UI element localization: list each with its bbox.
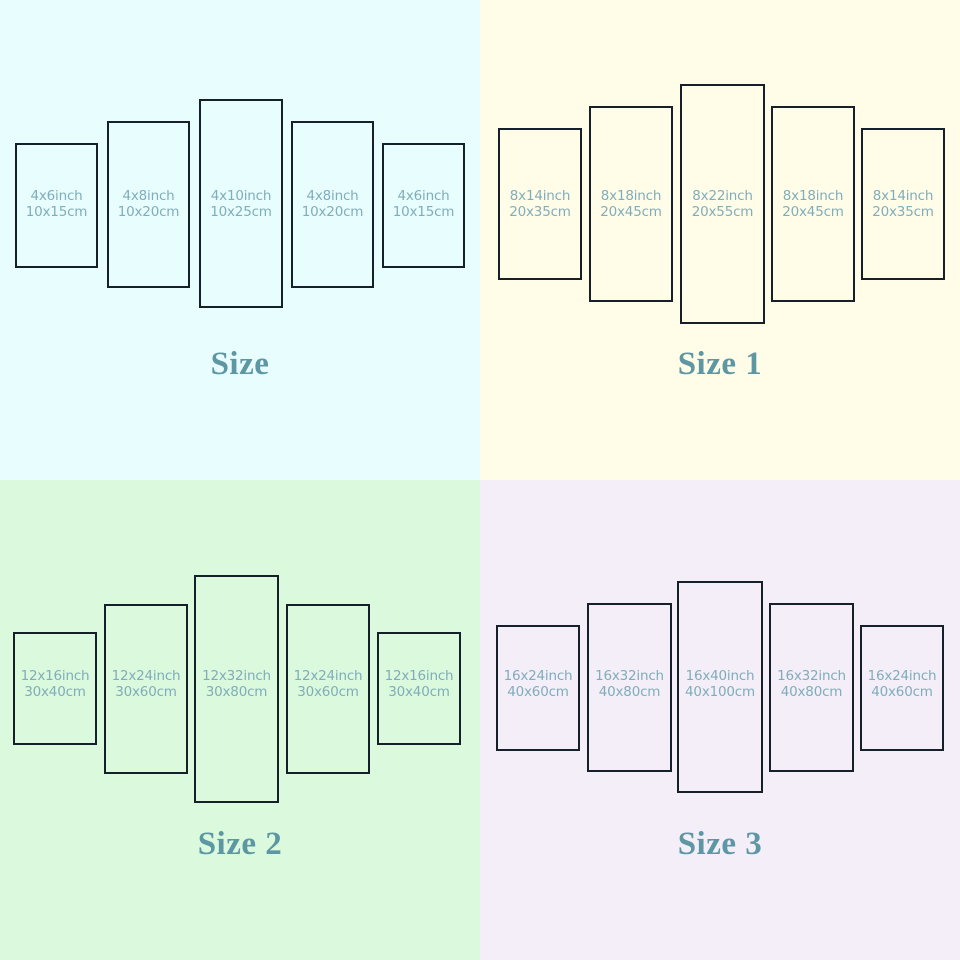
- size-option-title: Size 3: [677, 826, 763, 862]
- panel-size-centimeters: 30x60cm: [115, 684, 177, 700]
- panel-size-centimeters: 10x20cm: [117, 204, 180, 220]
- panel-size-inches: 8x14inch: [872, 188, 934, 204]
- panel-size-centimeters: 40x80cm: [598, 684, 661, 700]
- panel-size-centimeters: 40x80cm: [780, 684, 843, 700]
- panel-size-centimeters: 40x60cm: [507, 684, 569, 700]
- panel-size-inches: 12x16inch: [20, 668, 90, 684]
- panel-size-centimeters: 10x25cm: [210, 204, 272, 220]
- size-option-title: Size: [210, 346, 270, 382]
- panel-size-centimeters: 30x40cm: [388, 684, 450, 700]
- panel-size-inches: 8x14inch: [509, 188, 571, 204]
- panel-size-centimeters: 10x20cm: [301, 204, 364, 220]
- panel-size-inches: 16x24inch: [867, 668, 937, 684]
- panel-size-centimeters: 20x35cm: [509, 204, 571, 220]
- size-option-title: Size 2: [197, 826, 283, 862]
- size-option-title: Size 1: [677, 346, 763, 382]
- panel-size-inches: 4x8inch: [306, 188, 359, 204]
- panel-size-inches: 12x24inch: [111, 668, 181, 684]
- panel-size-inches: 4x8inch: [122, 188, 175, 204]
- panel-size-inches: 16x32inch: [777, 668, 846, 684]
- panel-size-inches: 16x40inch: [685, 668, 755, 684]
- panel-size-inches: 8x22inch: [692, 188, 753, 204]
- panel-size-centimeters: 20x45cm: [782, 204, 844, 220]
- panel-size-centimeters: 30x80cm: [205, 684, 268, 700]
- panel-size-centimeters: 20x55cm: [691, 204, 754, 220]
- panel-size-centimeters: 20x35cm: [872, 204, 934, 220]
- panel-size-inches: 12x16inch: [384, 668, 454, 684]
- panel-size-inches: 16x24inch: [503, 668, 573, 684]
- panel-size-centimeters: 30x60cm: [297, 684, 359, 700]
- panel-size-inches: 12x32inch: [202, 668, 271, 684]
- panel-size-inches: 16x32inch: [595, 668, 664, 684]
- panel-size-inches: 12x24inch: [293, 668, 363, 684]
- panel-size-inches: 4x6inch: [397, 188, 450, 204]
- panel-size-centimeters: 40x60cm: [871, 684, 933, 700]
- panel-size-centimeters: 30x40cm: [24, 684, 86, 700]
- panel-size-centimeters: 20x45cm: [600, 204, 662, 220]
- panel-size-inches: 8x18inch: [600, 188, 662, 204]
- panel-size-inches: 4x10inch: [210, 188, 272, 204]
- panel-size-centimeters: 10x15cm: [25, 204, 88, 220]
- panel-size-inches: 4x6inch: [30, 188, 83, 204]
- panel-size-inches: 8x18inch: [782, 188, 844, 204]
- panel-size-centimeters: 40x100cm: [685, 684, 755, 700]
- panel-size-centimeters: 10x15cm: [392, 204, 455, 220]
